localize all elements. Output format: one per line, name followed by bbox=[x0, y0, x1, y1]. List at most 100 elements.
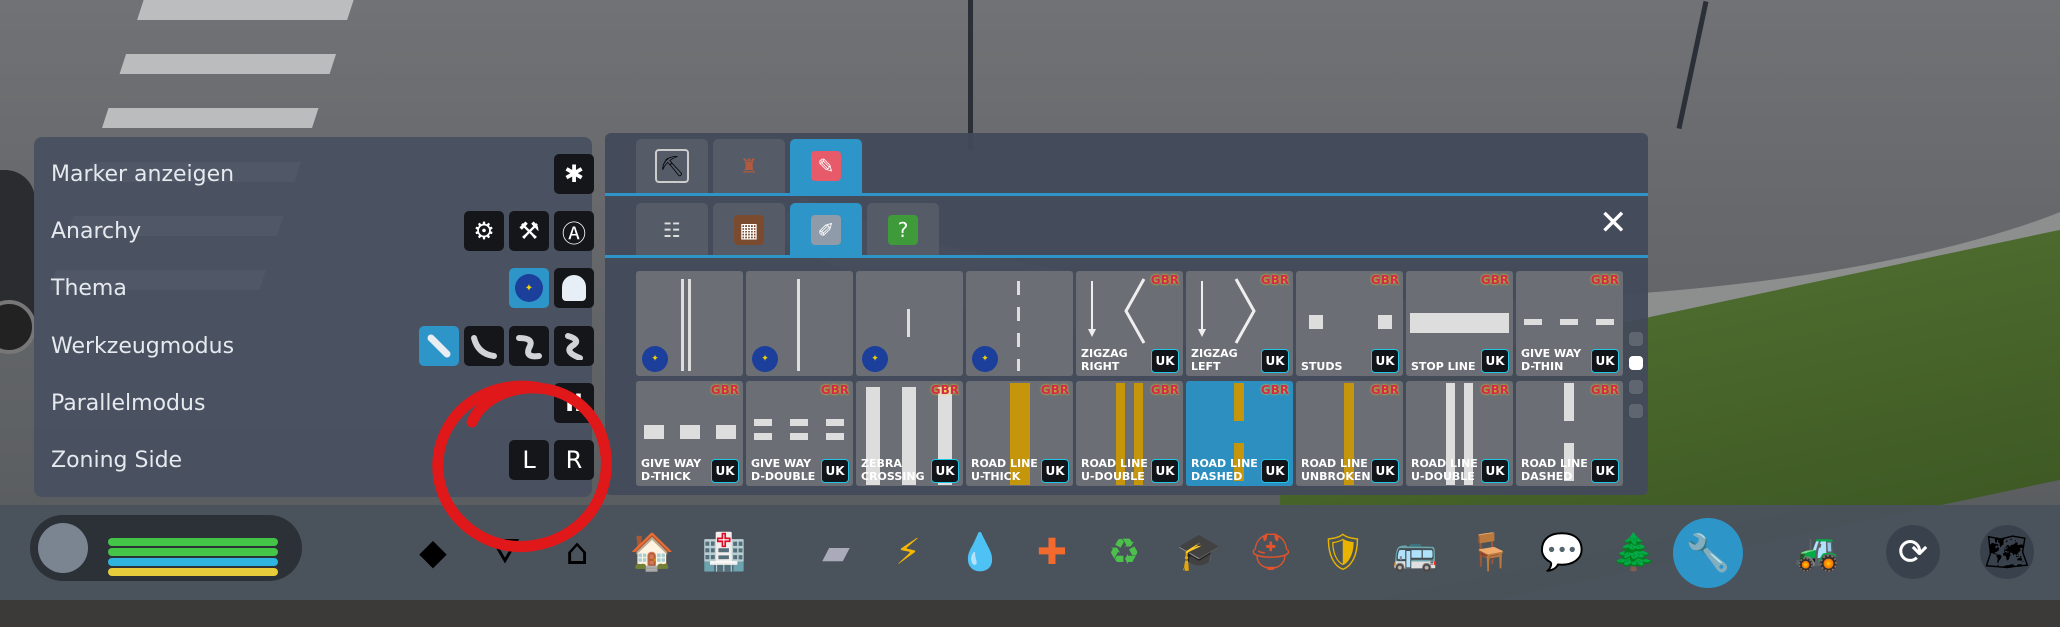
tile-label: ZEBRA CROSSING bbox=[861, 457, 925, 483]
grass-decal-icon: ? bbox=[888, 215, 918, 245]
page-indicator[interactable] bbox=[1629, 332, 1643, 428]
police-icon[interactable]: 🛡 bbox=[1320, 532, 1366, 573]
uk-badge: UK bbox=[1261, 459, 1289, 483]
upgrade-icon[interactable]: ⟳ bbox=[1886, 525, 1940, 579]
chat-icon[interactable]: 💬 bbox=[1539, 532, 1585, 573]
tools-icon[interactable]: ⚒ bbox=[509, 211, 549, 251]
setting-label: Parallelmodus bbox=[51, 391, 206, 416]
city-stats-widget[interactable] bbox=[30, 515, 302, 581]
education-icon[interactable]: 🎓 bbox=[1176, 532, 1222, 573]
complex-curve-road-icon[interactable] bbox=[554, 326, 594, 366]
marking-tile[interactable]: GBR ROAD LINE UNBROKEN UK bbox=[1296, 381, 1403, 486]
subtab-lane-markings[interactable]: ✐ bbox=[790, 203, 862, 257]
uk-badge: UK bbox=[1151, 349, 1179, 373]
marking-tile[interactable]: GBR GIVE WAY D-THIN UK bbox=[1516, 271, 1623, 376]
subtab-ladders[interactable]: ☷ bbox=[636, 203, 708, 257]
marking-tile[interactable]: GBR ZIGZAG RIGHT UK bbox=[1076, 271, 1183, 376]
show-marker-toggle[interactable]: ✱ bbox=[554, 154, 594, 194]
hospital-icon[interactable]: 🏥 bbox=[701, 532, 747, 573]
marking-tile[interactable]: ✦ bbox=[636, 271, 743, 376]
zoning-right-button[interactable]: R bbox=[554, 440, 594, 480]
gbr-badge: GBR bbox=[1260, 383, 1289, 397]
red-circle-annotation bbox=[432, 380, 612, 553]
gbr-badge: GBR bbox=[710, 383, 739, 397]
page-dot[interactable] bbox=[1629, 380, 1643, 394]
tile-label: ROAD LINE U-THICK bbox=[971, 457, 1038, 483]
marking-tile[interactable]: GBR ZEBRA CROSSING UK bbox=[856, 381, 963, 486]
setting-label: Thema bbox=[51, 276, 127, 301]
marking-tile[interactable]: ✦ bbox=[966, 271, 1073, 376]
subtab-fences[interactable]: ▦ bbox=[713, 203, 785, 257]
residential-icon[interactable]: 🏠 bbox=[629, 532, 675, 573]
map-icon[interactable]: 🗺 bbox=[1980, 525, 2034, 579]
marking-tile[interactable]: GBR GIVE WAY D-THICK UK bbox=[636, 381, 743, 486]
tile-label: ROAD LINE U-DOUBLE bbox=[1411, 457, 1478, 483]
stat-bar bbox=[108, 538, 278, 546]
landscaping-icon[interactable]: ⌂ bbox=[565, 531, 589, 573]
gbr-badge: GBR bbox=[1590, 273, 1619, 287]
gbr-badge: GBR bbox=[1260, 273, 1289, 287]
tab-landscaping[interactable]: ⛏ bbox=[636, 139, 708, 193]
page-dot[interactable] bbox=[1629, 404, 1643, 418]
marking-tile[interactable]: GBR STOP LINE UK bbox=[1406, 271, 1513, 376]
uk-badge: UK bbox=[1151, 459, 1179, 483]
setting-tool-mode: Werkzeugmodus bbox=[51, 326, 594, 370]
uk-badge: UK bbox=[1261, 349, 1289, 373]
stat-bar bbox=[108, 558, 278, 566]
uk-badge: UK bbox=[1481, 459, 1509, 483]
park-icon[interactable]: 🪑 bbox=[1467, 532, 1513, 573]
marking-tile[interactable]: GBR ROAD LINE U-THICK UK bbox=[966, 381, 1073, 486]
tile-label: GIVE WAY D-THICK bbox=[641, 457, 702, 483]
ghost-icon[interactable] bbox=[554, 268, 594, 308]
marking-tile[interactable]: GBR GIVE WAY D-DOUBLE UK bbox=[746, 381, 853, 486]
marking-tile[interactable]: ✦ bbox=[746, 271, 853, 376]
gbr-badge: GBR bbox=[930, 383, 959, 397]
landscaping-shovel-icon[interactable]: 🔧 bbox=[1673, 518, 1743, 588]
tab-divider bbox=[605, 255, 1648, 258]
tile-label: ROAD LINE DASHED bbox=[1191, 457, 1258, 483]
subtab-decals[interactable]: ? bbox=[867, 203, 939, 257]
marking-tile[interactable]: ✦ bbox=[856, 271, 963, 376]
tab-stamps[interactable]: ♜ bbox=[713, 139, 785, 193]
bulldozer-icon[interactable]: 🚜 bbox=[1794, 532, 1840, 573]
eu-flag-icon: ✦ bbox=[862, 346, 888, 372]
page-dot-active[interactable] bbox=[1629, 356, 1643, 370]
zoning-left-button[interactable]: L bbox=[509, 440, 549, 480]
recycling-icon[interactable]: ♻ bbox=[1107, 531, 1141, 573]
tile-label: GIVE WAY D-THIN bbox=[1521, 347, 1582, 373]
marking-tile[interactable]: GBR ROAD LINE U-DOUBLE UK bbox=[1076, 381, 1183, 486]
uk-badge: UK bbox=[1591, 459, 1619, 483]
straight-road-icon[interactable] bbox=[419, 326, 459, 366]
marking-tile[interactable]: GBR ROAD LINE U-DOUBLE UK bbox=[1406, 381, 1513, 486]
gbr-badge: GBR bbox=[1370, 383, 1399, 397]
page-dot[interactable] bbox=[1629, 332, 1643, 346]
fire-icon[interactable]: ⛑ bbox=[1248, 532, 1294, 573]
water-icon[interactable]: 💧 bbox=[957, 532, 1003, 573]
zoning-icon[interactable]: ◆ bbox=[419, 531, 447, 573]
electricity-icon[interactable]: ⚡ bbox=[895, 531, 921, 573]
gbr-badge: GBR bbox=[1150, 273, 1179, 287]
close-icon[interactable]: ✕ bbox=[1599, 203, 1628, 243]
trees-icon[interactable]: 🌲 bbox=[1611, 532, 1657, 573]
marking-tile-selected[interactable]: GBR ROAD LINE DASHED UK bbox=[1186, 381, 1293, 486]
health-icon[interactable]: ✚ bbox=[1036, 531, 1068, 573]
eu-flag-icon[interactable]: ✦ bbox=[509, 268, 549, 308]
lane-marking-icon: ✐ bbox=[811, 215, 841, 245]
curve-road-icon[interactable] bbox=[464, 326, 504, 366]
bus-icon[interactable]: 🚌 bbox=[1392, 532, 1438, 573]
anarchy-icon[interactable]: Ⓐ bbox=[554, 211, 594, 251]
marking-tile[interactable]: GBR ROAD LINE DASHED UK bbox=[1516, 381, 1623, 486]
gbr-badge: GBR bbox=[1480, 273, 1509, 287]
setting-label: Marker anzeigen bbox=[51, 162, 235, 187]
gear-icon[interactable]: ⚙ bbox=[464, 211, 504, 251]
marking-tile[interactable]: GBR ZIGZAG LEFT UK bbox=[1186, 271, 1293, 376]
tab-road-markings[interactable]: ✎ bbox=[790, 139, 862, 193]
uk-badge: UK bbox=[1481, 349, 1509, 373]
s-curve-road-icon[interactable] bbox=[509, 326, 549, 366]
marking-tile[interactable]: GBR STUDS UK bbox=[1296, 271, 1403, 376]
tile-label: ROAD LINE DASHED bbox=[1521, 457, 1588, 483]
uk-badge: UK bbox=[821, 459, 849, 483]
transport-road-icon[interactable]: ▰ bbox=[822, 531, 850, 573]
uk-badge: UK bbox=[1371, 349, 1399, 373]
fence-icon: ▦ bbox=[734, 215, 764, 245]
